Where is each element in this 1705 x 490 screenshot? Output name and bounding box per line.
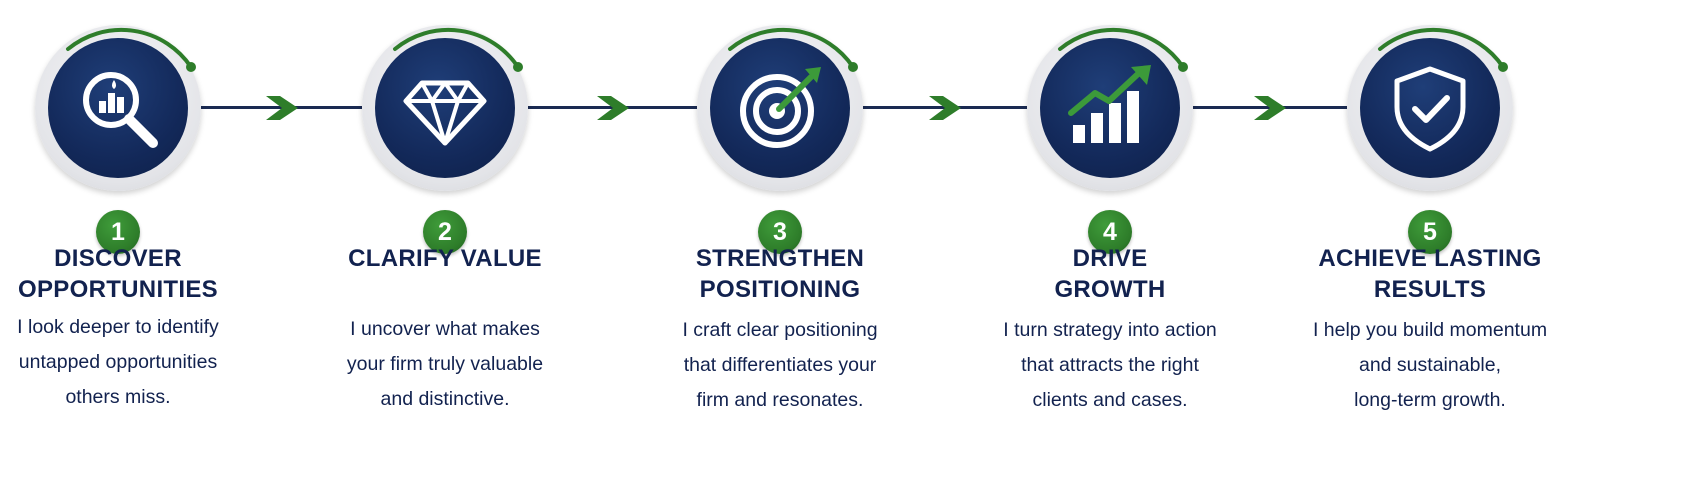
- step-number-badge: 1: [96, 210, 140, 254]
- step-description-line: that attracts the right: [1021, 354, 1199, 376]
- step-icon-ring: [1347, 25, 1513, 191]
- step-title: ACHIEVE LASTING RESULTS: [1250, 243, 1610, 305]
- step-description-line: firm and resonates.: [696, 389, 864, 411]
- step-description-line: I help you build momentum: [1312, 319, 1548, 341]
- step-description: I turn strategy into action that attracts…: [930, 313, 1290, 418]
- shield-check-icon: [1385, 63, 1475, 153]
- step-icon-disc: [375, 38, 515, 178]
- step-title: STRENGTHEN POSITIONING: [600, 243, 960, 305]
- step-title-line: POSITIONING: [699, 276, 861, 303]
- chevron-right-icon: [595, 94, 631, 122]
- step-number-badge: 4: [1088, 210, 1132, 254]
- progress-arc: [1058, 27, 1188, 72]
- step-title: DISCOVER OPPORTUNITIES: [0, 243, 298, 305]
- target-arrow-icon: [735, 63, 825, 153]
- step-description: I look deeper to identify untapped opport…: [0, 310, 298, 415]
- progress-arc: [66, 27, 196, 72]
- step-description-line: I look deeper to identify: [17, 316, 219, 338]
- step-description-line: clients and cases.: [1032, 389, 1188, 411]
- step-description: I help you build momentum and sustainable…: [1250, 313, 1610, 418]
- step-icon-ring: [362, 25, 528, 191]
- step-description-line: I craft clear positioning: [682, 319, 878, 341]
- step-description: I craft clear positioning that differenti…: [600, 313, 960, 418]
- step-5: ACHIEVE LASTING RESULTS I help you build m…: [1250, 0, 1610, 490]
- step-icon-ring: [1027, 25, 1193, 191]
- step-icon-disc: [710, 38, 850, 178]
- step-4: DRIVE GROWTH I turn strategy into action th…: [930, 0, 1290, 490]
- step-number-badge: 2: [423, 210, 467, 254]
- step-2: CLARIFY VALUE I uncover what makes your fi…: [265, 0, 625, 490]
- step-description-line: untapped opportunities: [18, 351, 218, 373]
- step-3: STRENGTHEN POSITIONING I craft clear posit…: [600, 0, 960, 490]
- chevron-right-icon: [927, 94, 963, 122]
- magnifier-chart-icon: [73, 63, 163, 153]
- step-title-line: OPPORTUNITIES: [18, 276, 218, 303]
- step-description-line: I turn strategy into action: [1003, 319, 1217, 341]
- step-description-line: that differentiates your: [683, 354, 877, 376]
- progress-arc: [1378, 27, 1508, 72]
- step-title-line: RESULTS: [1373, 276, 1487, 303]
- chevron-right-icon: [264, 94, 300, 122]
- step-title-line: CLARIFY VALUE: [348, 245, 542, 272]
- growth-chart-icon: [1065, 63, 1155, 153]
- step-title-line: ACHIEVE LASTING: [1318, 245, 1542, 272]
- step-description-line: and distinctive.: [380, 388, 510, 410]
- chevron-right-icon: [1252, 94, 1288, 122]
- step-description-line: and sustainable,: [1358, 354, 1502, 376]
- step-description-line: I uncover what makes: [350, 318, 540, 340]
- step-description-line: your firm truly valuable: [346, 353, 544, 375]
- step-number-badge: 5: [1408, 210, 1452, 254]
- step-icon-disc: [1360, 38, 1500, 178]
- step-title-line: DRIVE: [1072, 245, 1148, 272]
- step-title: CLARIFY VALUE: [265, 243, 625, 274]
- step-title: DRIVE GROWTH: [930, 243, 1290, 305]
- progress-arc: [728, 27, 858, 72]
- step-title-line: DISCOVER: [54, 245, 182, 272]
- step-description-line: long-term growth.: [1354, 389, 1506, 411]
- step-icon-disc: [1040, 38, 1180, 178]
- step-icon-disc: [48, 38, 188, 178]
- step-icon-ring: [697, 25, 863, 191]
- step-description: I uncover what makes your firm truly valu…: [265, 312, 625, 417]
- diamond-icon: [400, 63, 490, 153]
- progress-arc: [393, 27, 523, 72]
- step-number-badge: 3: [758, 210, 802, 254]
- step-description-line: others miss.: [65, 386, 171, 408]
- step-title-line: STRENGTHEN: [695, 245, 865, 272]
- step-title-line: GROWTH: [1054, 276, 1166, 303]
- step-icon-ring: [35, 25, 201, 191]
- step-1: DISCOVER OPPORTUNITIES I look deeper to id…: [0, 0, 298, 490]
